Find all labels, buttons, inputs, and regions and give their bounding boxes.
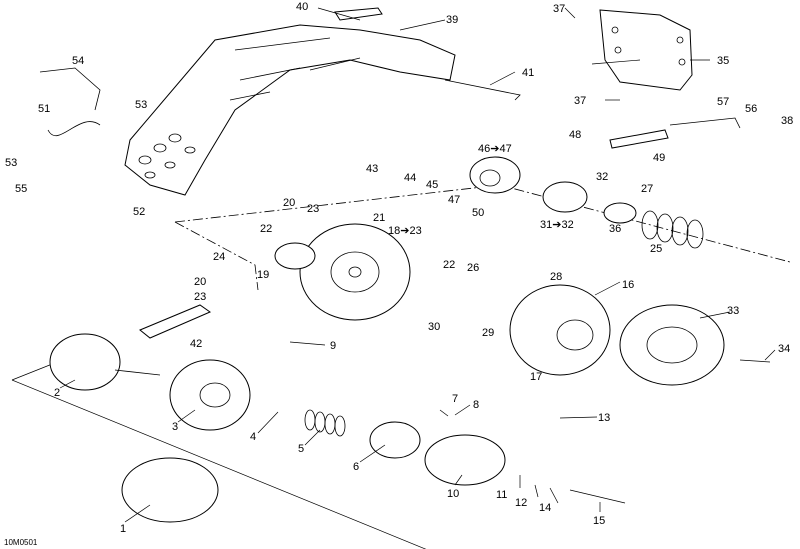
slotted-disc-part — [619, 304, 725, 386]
callout-28: 28 — [550, 271, 562, 283]
callout-57: 57 — [717, 96, 729, 108]
callout-36: 36 — [609, 223, 621, 235]
callout-7: 7 — [452, 393, 458, 405]
pulley-guard-part — [124, 24, 456, 196]
callout-37a: 37 — [553, 3, 565, 15]
rod-56-part — [669, 117, 741, 129]
callout-29: 29 — [482, 327, 494, 339]
callout-1: 1 — [120, 523, 126, 535]
callout-47: 47 — [448, 194, 460, 206]
reference-code: 10M0501 — [4, 538, 38, 547]
callout-24: 24 — [213, 251, 225, 263]
cable-51-part — [47, 121, 101, 137]
cup-part — [603, 202, 637, 224]
leader-lines — [59, 7, 776, 523]
callout-44: 44 — [404, 172, 416, 184]
callout-2: 2 — [54, 387, 60, 399]
callout-34: 34 — [778, 343, 790, 355]
callout-33: 33 — [727, 305, 739, 317]
callout-39: 39 — [446, 14, 458, 26]
callout-9: 9 — [330, 340, 336, 352]
guard-handle-part — [334, 7, 383, 21]
callout-16: 16 — [622, 279, 634, 291]
callout-14: 14 — [539, 502, 551, 514]
callout-3: 3 — [172, 421, 178, 433]
callout-31: 31➔32 — [540, 219, 574, 231]
callout-11: 11 — [496, 489, 507, 501]
callout-labels: 1 2 3 4 5 6 7 8 9 10 11 12 13 14 15 16 1… — [4, 1, 793, 547]
callout-22b: 22 — [443, 259, 455, 271]
callout-53b: 53 — [5, 157, 17, 169]
drive-cap-part — [121, 457, 219, 523]
callout-45: 45 — [426, 179, 438, 191]
callout-22a: 22 — [260, 223, 272, 235]
callout-20a: 20 — [283, 197, 295, 209]
shaft-49-part — [609, 129, 669, 149]
callout-49: 49 — [653, 152, 665, 164]
cable-41-part — [444, 79, 521, 101]
drive-fixed-sheave-part — [49, 333, 161, 391]
bolt-34-part — [739, 359, 771, 363]
callout-5: 5 — [298, 443, 304, 455]
callout-53a: 53 — [135, 99, 147, 111]
callout-26: 26 — [467, 262, 479, 274]
callout-54: 54 — [72, 55, 84, 67]
callout-30: 30 — [428, 321, 440, 333]
callout-41: 41 — [522, 67, 534, 79]
drive-spider-part — [369, 421, 421, 459]
callout-6: 6 — [353, 461, 359, 473]
callout-55: 55 — [15, 183, 27, 195]
callout-15: 15 — [593, 515, 605, 527]
callout-51: 51 — [38, 103, 50, 115]
callout-25: 25 — [650, 243, 662, 255]
callout-23a: 23 — [307, 203, 319, 215]
spring-part — [641, 210, 704, 249]
callout-18: 18➔23 — [388, 225, 422, 237]
sliding-sheave-part — [509, 284, 611, 376]
driven-assembly-outline-left — [174, 221, 259, 291]
callout-56: 56 — [745, 103, 757, 115]
callout-52: 52 — [133, 206, 145, 218]
cam-part — [469, 156, 521, 194]
drive-cover-part — [424, 434, 506, 486]
drive-spring-part — [304, 409, 346, 437]
callout-13: 13 — [598, 412, 610, 424]
drive-assembly-outline — [11, 379, 427, 549]
cable-54-part — [39, 67, 101, 111]
callout-20b: 20 — [194, 276, 206, 288]
callout-40: 40 — [296, 1, 308, 13]
callout-8: 8 — [473, 399, 479, 411]
fixed-sheave-part — [299, 223, 411, 321]
callout-19: 19 — [257, 269, 269, 281]
drive-movable-sheave-part — [169, 359, 251, 431]
callout-35: 35 — [717, 55, 729, 67]
callout-12: 12 — [515, 497, 527, 509]
callout-32: 32 — [596, 171, 608, 183]
callout-46: 46➔47 — [478, 143, 512, 155]
spider-part — [542, 181, 588, 213]
callout-27: 27 — [641, 183, 653, 195]
callout-48: 48 — [569, 129, 581, 141]
belt-part — [139, 304, 212, 339]
callout-10: 10 — [447, 488, 459, 500]
callout-50: 50 — [472, 207, 484, 219]
callout-38: 38 — [781, 115, 793, 127]
bolt-15-part — [569, 489, 626, 504]
callout-43: 43 — [366, 163, 378, 175]
callout-17: 17 — [530, 371, 542, 383]
callout-4: 4 — [250, 431, 256, 443]
bracket-part — [599, 9, 693, 91]
callout-21: 21 — [373, 212, 385, 224]
callout-37b: 37 — [574, 95, 586, 107]
ring-part — [274, 242, 316, 270]
callout-23b: 23 — [194, 291, 206, 303]
callout-42: 42 — [190, 338, 202, 350]
